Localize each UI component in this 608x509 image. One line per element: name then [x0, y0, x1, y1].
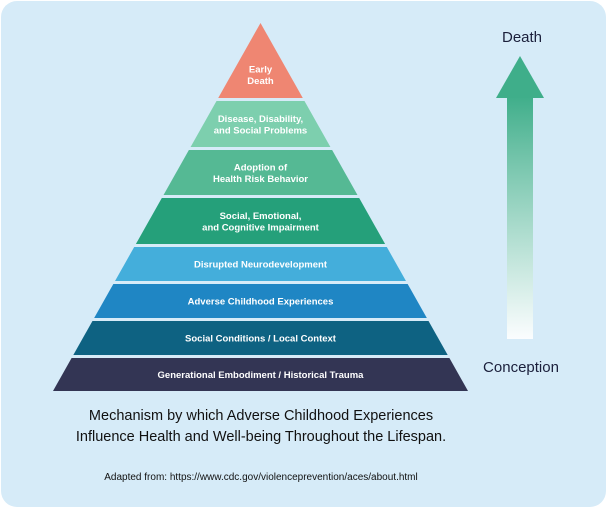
tier-label: Disrupted Neurodevelopment: [194, 260, 328, 271]
tier-adverse-childhood-experiences: Adverse Childhood Experiences: [94, 284, 427, 318]
tier-label-line: and Cognitive Impairment: [202, 222, 319, 233]
lifespan-arrow-head: [496, 56, 544, 98]
tier-shape: [73, 321, 448, 355]
tier-label: Generational Embodiment / Historical Tra…: [158, 370, 365, 381]
tier-label-line: Health Risk Behavior: [213, 174, 308, 185]
axis-top-label: Death: [501, 29, 543, 46]
tier-label-line: Death: [247, 76, 274, 87]
tier-label-line: Social, Emotional,: [220, 211, 302, 222]
tier-shape: [94, 284, 427, 318]
lifespan-arrow: [496, 56, 544, 339]
caption-line-2: Influence Health and Well-being Througho…: [75, 429, 447, 445]
tier-shape: [190, 101, 331, 147]
tier-label-line: Generational Embodiment / Historical Tra…: [158, 370, 365, 381]
diagram-caption: Mechanism by which Adverse Childhood Exp…: [31, 406, 491, 448]
tier-shape: [53, 358, 468, 391]
tier-label: Disease, Disability,and Social Problems: [214, 114, 307, 137]
tier-disrupted-neurodevelopment: Disrupted Neurodevelopment: [115, 247, 406, 281]
tier-label-line: Social Conditions / Local Context: [185, 334, 337, 345]
tier-label: Social, Emotional,and Cognitive Impairme…: [202, 211, 319, 234]
tier-disease-disability: Disease, Disability,and Social Problems: [190, 101, 331, 147]
tier-generational-embodiment: Generational Embodiment / Historical Tra…: [53, 358, 468, 391]
axis-bottom-label: Conception: [483, 359, 559, 376]
tier-label-line: Disease, Disability,: [218, 114, 303, 125]
tier-label-line: Adverse Childhood Experiences: [188, 297, 334, 308]
tier-label-line: and Social Problems: [214, 125, 307, 136]
lifespan-arrow-shaft: [507, 96, 533, 339]
tier-shape: [218, 23, 303, 98]
tier-social-emotional-impairment: Social, Emotional,and Cognitive Impairme…: [135, 198, 386, 244]
tier-shape: [163, 150, 358, 195]
tier-label-line: Early: [249, 64, 273, 75]
tier-label-line: Disrupted Neurodevelopment: [194, 260, 328, 271]
tier-label: Adverse Childhood Experiences: [188, 297, 334, 308]
tier-shape: [135, 198, 386, 244]
source-note: Adapted from: https://www.cdc.gov/violen…: [104, 472, 418, 483]
tier-social-conditions: Social Conditions / Local Context: [73, 321, 448, 355]
tier-label: Social Conditions / Local Context: [185, 334, 337, 345]
tier-shape: [115, 247, 406, 281]
tier-label-line: Adoption of: [234, 162, 288, 173]
caption-line-1: Mechanism by which Adverse Childhood Exp…: [88, 408, 434, 424]
